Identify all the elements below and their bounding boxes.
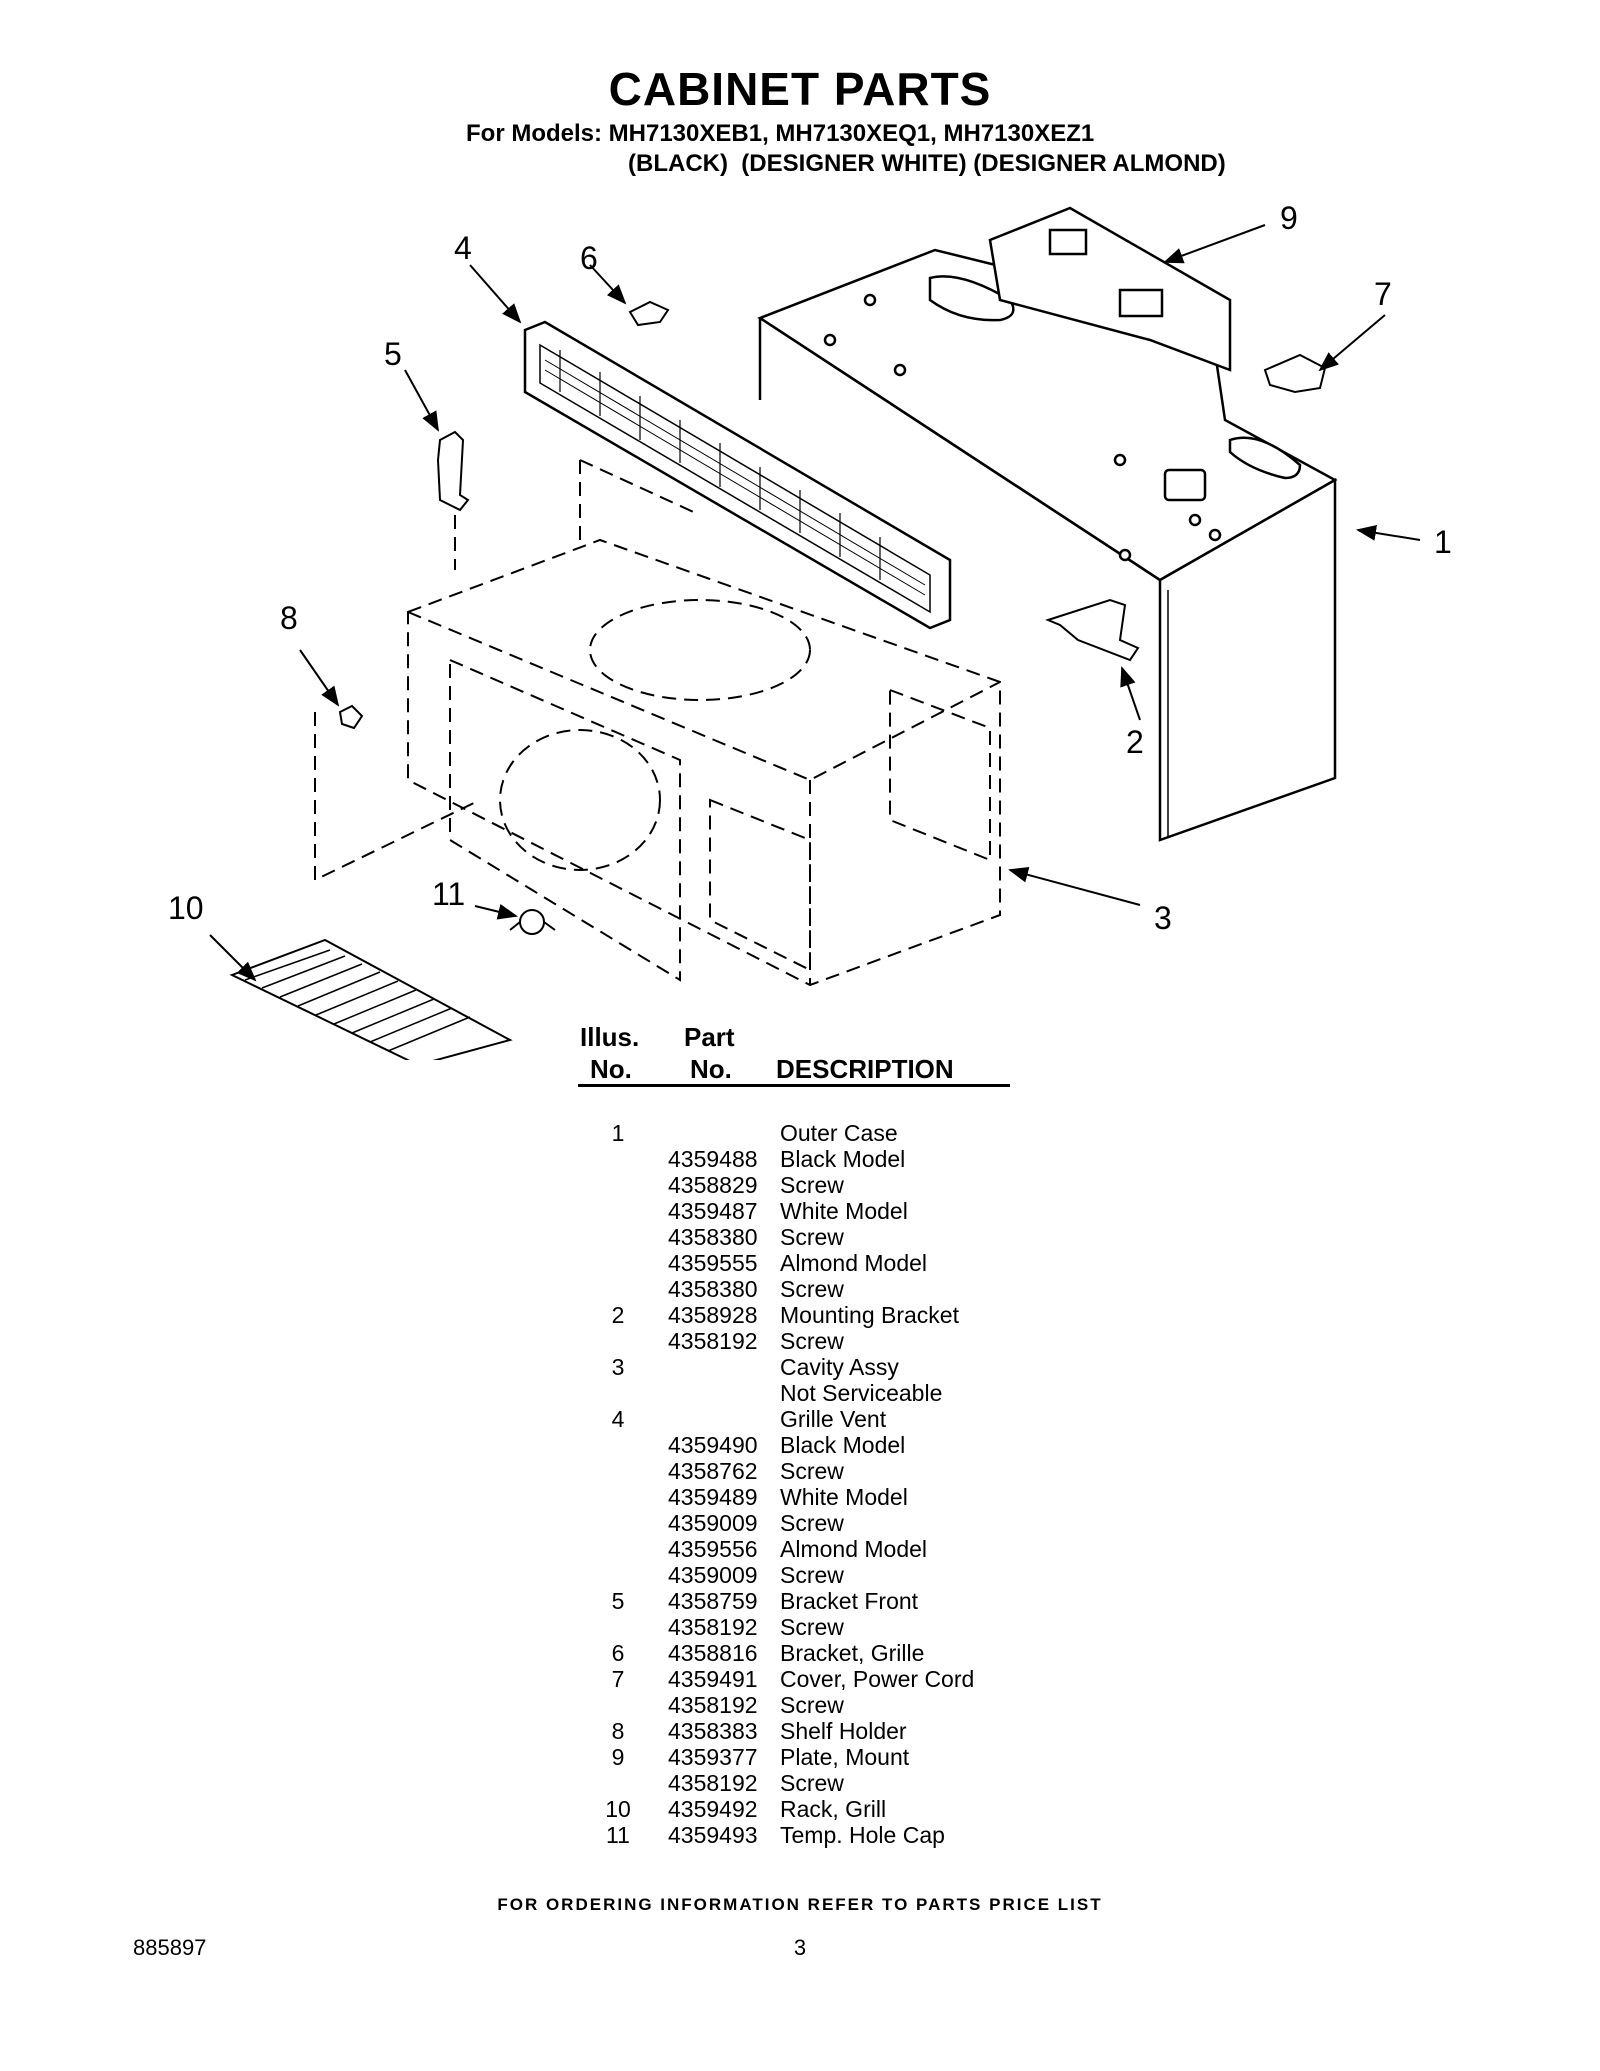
grille-vent-drawing xyxy=(523,320,952,630)
leader-8 xyxy=(299,649,340,707)
grille-bracket-drawing xyxy=(628,300,670,327)
ordering-note: FOR ORDERING INFORMATION REFER TO PARTS … xyxy=(497,1895,1103,1914)
exploded-parts-diagram xyxy=(209,206,1421,1060)
header-part-top: Part xyxy=(684,1022,735,1052)
models-line: For Models: MH7130XEB1, MH7130XEQ1, MH71… xyxy=(466,120,1095,147)
callout-1: 1 xyxy=(1434,524,1452,560)
leader-11 xyxy=(474,903,518,920)
mounting-bracket-drawing xyxy=(1045,598,1140,662)
temp-hole-cap-drawing xyxy=(509,909,556,935)
power-cord-cover-drawing xyxy=(1263,353,1327,394)
callout-10: 10 xyxy=(168,890,204,926)
callout-6: 6 xyxy=(580,240,598,276)
header-description: DESCRIPTION xyxy=(776,1054,954,1084)
document-number: 885897 xyxy=(133,1935,207,1960)
leader-5 xyxy=(404,369,439,432)
leader-6 xyxy=(589,264,627,305)
leader-1 xyxy=(1356,524,1421,541)
callout-4: 4 xyxy=(454,230,472,266)
mount-plate-drawing xyxy=(988,206,1232,372)
leader-10 xyxy=(209,934,257,982)
leader-7 xyxy=(1318,314,1386,372)
page-number: 3 xyxy=(793,1935,807,1960)
page-title: CABINET PARTS xyxy=(608,63,992,115)
leader-3 xyxy=(1008,866,1141,906)
bracket-front-drawing xyxy=(436,430,470,512)
callout-8: 8 xyxy=(280,600,298,636)
cavity-assembly-drawing xyxy=(407,459,1001,987)
leader-4 xyxy=(469,264,522,324)
model-colors-line: (BLACK) (DESIGNER WHITE) (DESIGNER ALMON… xyxy=(628,150,1226,177)
leader-2 xyxy=(1120,666,1141,721)
callout-11: 11 xyxy=(432,876,466,912)
callout-2: 2 xyxy=(1126,724,1144,760)
grill-rack-drawing xyxy=(229,938,513,1060)
header-rule xyxy=(578,1084,1010,1087)
callout-7: 7 xyxy=(1374,276,1392,312)
callout-5: 5 xyxy=(384,336,402,372)
header-illus-bottom: No. xyxy=(590,1054,632,1084)
header-part-bottom: No. xyxy=(690,1054,732,1084)
leader-9 xyxy=(1163,224,1266,264)
callout-9: 9 xyxy=(1280,200,1298,236)
callout-3: 3 xyxy=(1154,900,1172,936)
header-illus-top: Illus. xyxy=(580,1022,640,1052)
shelf-holder-drawing xyxy=(338,704,364,730)
